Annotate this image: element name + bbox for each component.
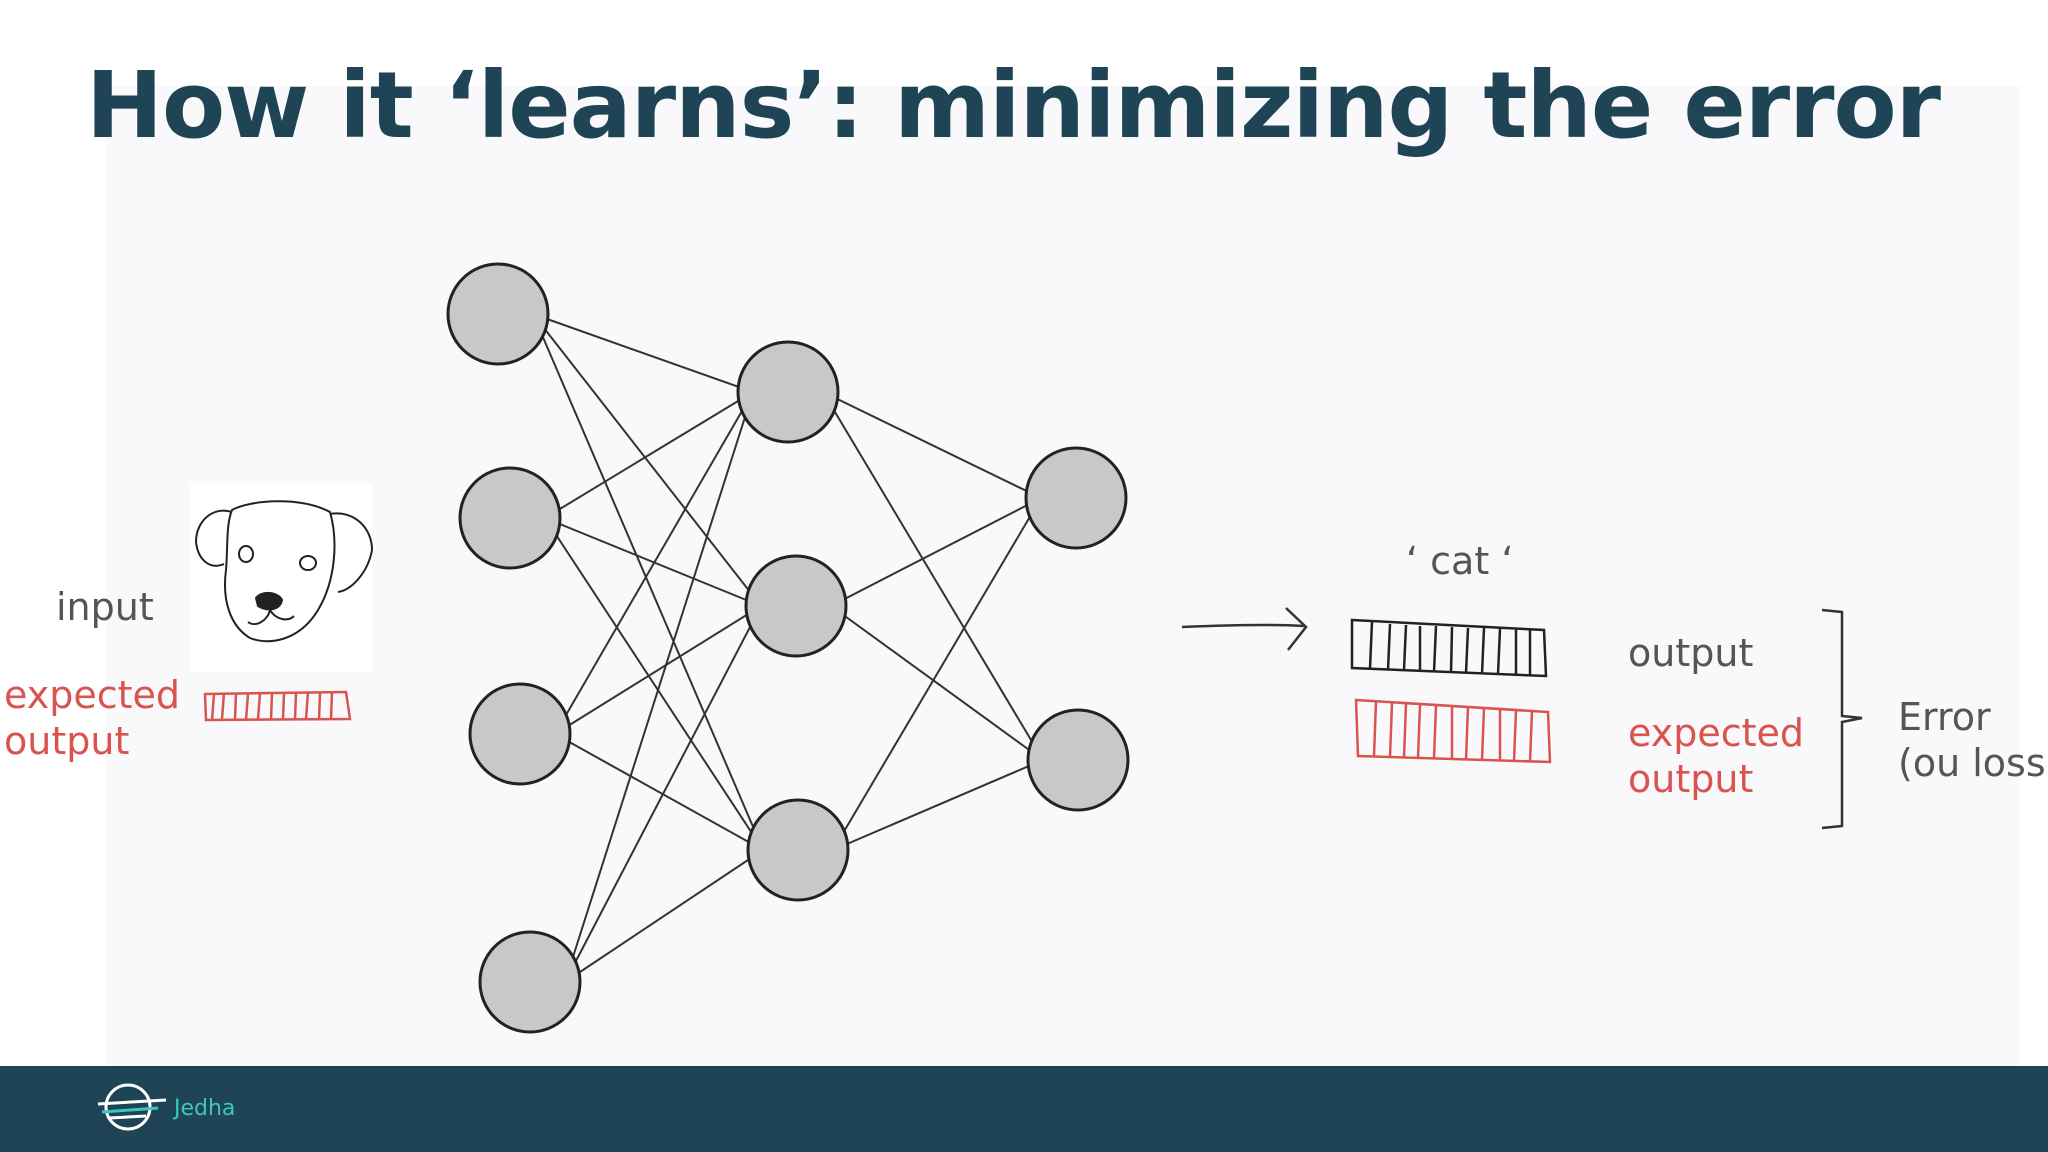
input-label: input	[56, 585, 154, 629]
connection-line	[532, 313, 754, 393]
right-expected-output-bar	[1354, 698, 1552, 764]
neuron-node	[1026, 708, 1130, 812]
neuron-node	[744, 554, 848, 658]
left-expected-label-line2: output	[4, 719, 130, 763]
prediction-label: ‘ cat ‘	[1406, 539, 1514, 583]
footer-bar: Jedha	[0, 1066, 2048, 1152]
connection-line	[532, 313, 762, 607]
neuron-node	[746, 798, 850, 902]
right-expected-label-line1: expected	[1628, 711, 1804, 755]
connection-line	[564, 391, 754, 983]
error-label-line1: Error	[1898, 695, 1991, 739]
network-connections	[532, 313, 1044, 983]
brand-name: Jedha	[174, 1096, 236, 1121]
left-expected-output-bar	[203, 690, 352, 722]
error-brace	[1821, 608, 1863, 830]
connection-line	[554, 605, 762, 735]
network-nodes	[446, 262, 1130, 1034]
neuron-node	[446, 262, 550, 366]
connection-line	[832, 497, 1042, 851]
slide-content-panel	[106, 86, 2020, 1066]
neuron-node	[458, 466, 562, 570]
neuron-node	[478, 930, 582, 1034]
neuron-node	[468, 682, 572, 786]
error-label-line2: (ou loss)	[1898, 741, 2048, 785]
left-expected-label-line1: expected	[4, 673, 180, 717]
connection-line	[564, 605, 762, 983]
connection-line	[832, 759, 1044, 851]
connection-line	[830, 497, 1042, 607]
right-expected-label-line2: output	[1628, 757, 1754, 801]
neuron-node	[736, 340, 840, 444]
connection-line	[554, 733, 764, 851]
slide-title: How it ‘learns’: minimizing the error	[86, 52, 1941, 159]
connection-line	[544, 391, 754, 519]
output-bar	[1350, 618, 1548, 678]
connection-line	[544, 517, 764, 851]
arrow-icon	[1181, 607, 1308, 651]
connection-line	[830, 605, 1044, 761]
jedha-logo-icon	[97, 1083, 167, 1131]
connection-line	[822, 391, 1044, 761]
output-label: output	[1628, 631, 1754, 675]
dog-sketch-icon	[190, 484, 374, 672]
connection-line	[564, 849, 764, 983]
neuron-node	[1024, 446, 1128, 550]
connection-line	[822, 391, 1042, 499]
connection-line	[544, 517, 762, 607]
connection-line	[532, 313, 764, 851]
connection-line	[554, 391, 754, 735]
